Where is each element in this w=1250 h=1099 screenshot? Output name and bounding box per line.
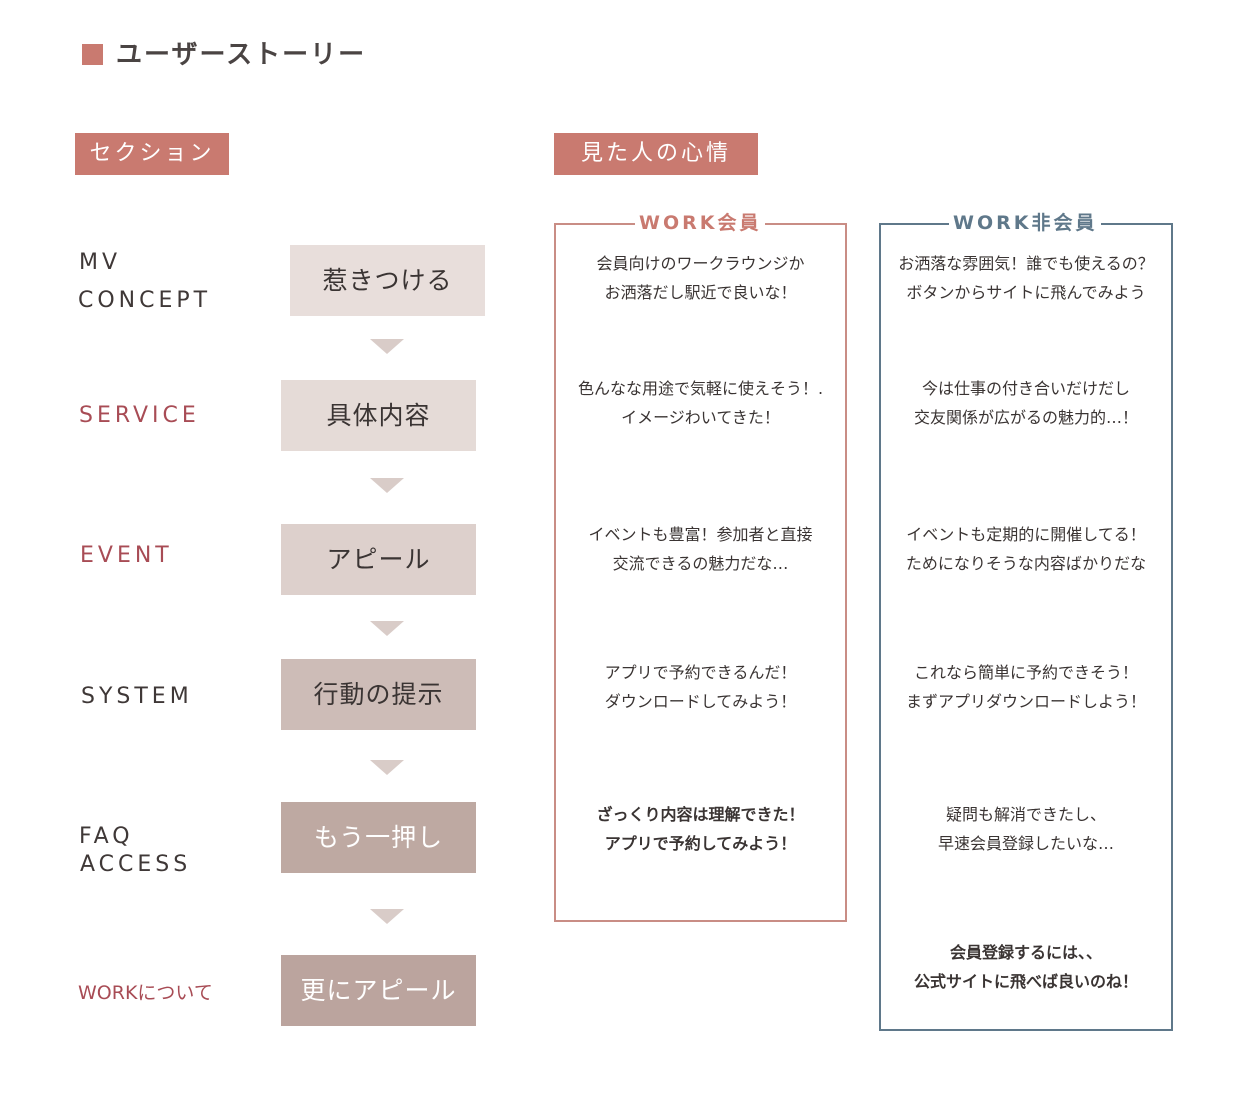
flow-step-more-appeal: 更にアピール <box>281 955 476 1026</box>
flow-step-action: 行動の提示 <box>281 659 476 730</box>
guest-quote-1: お洒落な雰囲気！誰でも使えるの？ボタンからサイトに飛んでみよう <box>898 254 1154 302</box>
member-panel-title: WORK会員 <box>635 211 766 235</box>
down-arrow-icon <box>370 478 404 493</box>
section-label-system: SYSTEM <box>81 684 193 709</box>
guest-panel <box>879 223 1173 1031</box>
section-label-access: ACCESS <box>80 852 192 877</box>
member-quote-5: ざっくり内容は理解できた！アプリで予約してみよう！ <box>596 805 805 853</box>
feeling-header-tag: 見た人の心情 <box>554 133 758 175</box>
guest-quote-2: 今は仕事の付き合いだけだし交友関係が広がるの魅力的…！ <box>913 379 1138 427</box>
guest-quote-5: 疑問も解消できたし、早速会員登録したいな… <box>937 805 1114 853</box>
section-label-service: SERVICE <box>79 403 200 428</box>
down-arrow-icon <box>370 909 404 924</box>
down-arrow-icon <box>370 760 404 775</box>
section-label-event: EVENT <box>80 543 173 568</box>
flow-step-attract: 惹きつける <box>290 245 485 316</box>
member-quote-2: 色んなな用途で気軽に使えそう！.イメージわいてきた！ <box>577 379 824 427</box>
member-quote-4: アプリで予約できるんだ！ダウンロードしてみよう！ <box>604 663 797 711</box>
section-label-mv: MV <box>79 250 122 275</box>
title-square-icon <box>82 44 103 65</box>
section-label-work: WORKについて <box>78 982 213 1004</box>
flow-step-appeal: アピール <box>281 524 476 595</box>
flow-step-push: もう一押し <box>281 802 476 873</box>
flow-step-details: 具体内容 <box>281 380 476 451</box>
page-title: ユーザーストーリー <box>116 40 367 70</box>
section-label-concept: CONCEPT <box>78 288 212 313</box>
section-label-faq: FAQ <box>79 824 134 849</box>
guest-quote-4: これなら簡単に予約できそう！まずアプリダウンロードしよう！ <box>905 663 1146 711</box>
member-quote-3: イベントも豊富！参加者と直接交流できるの魅力だな… <box>588 525 813 573</box>
guest-panel-title: WORK非会員 <box>949 211 1102 235</box>
down-arrow-icon <box>370 621 404 636</box>
guest-quote-3: イベントも定期的に開催してる！ためになりそうな内容ばかりだな <box>905 525 1147 573</box>
guest-quote-6: 会員登録するには、、公式サイトに飛べば良いのね！ <box>913 943 1138 991</box>
member-quote-1: 会員向けのワークラウンジかお洒落だし駅近で良いな！ <box>596 254 805 302</box>
down-arrow-icon <box>370 339 404 354</box>
section-header-tag: セクション <box>75 133 229 175</box>
